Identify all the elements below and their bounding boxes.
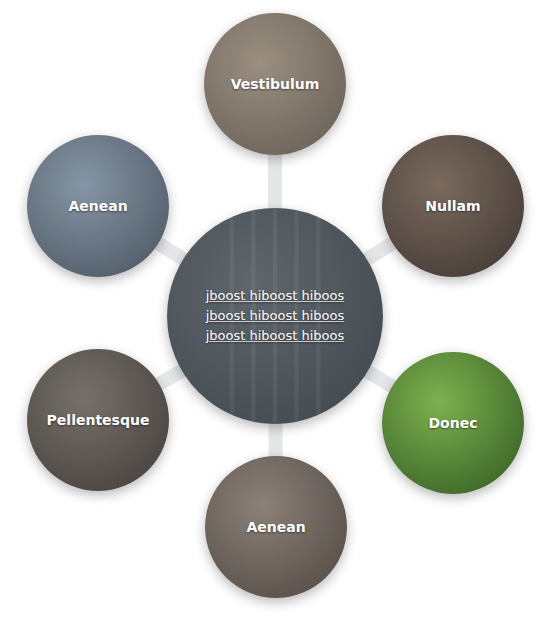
spoke-connector [363, 241, 396, 261]
circle-fill [205, 456, 347, 598]
circle-label: Pellentesque [47, 411, 150, 429]
text-holder: Aenean [27, 135, 169, 277]
circle-fill [27, 349, 169, 491]
link-text: jboost hiboost hiboos [206, 306, 345, 326]
topic-circle: Pellentesque [27, 349, 169, 491]
spoke-connector [155, 241, 187, 261]
text-holder: Nullam [382, 135, 524, 277]
circle-fill [204, 13, 346, 155]
spoke-connector [364, 370, 395, 389]
text-holder: Aenean [205, 456, 347, 598]
topic-circle: Aenean [27, 135, 169, 277]
circle-label: Donec [429, 414, 478, 432]
text-holder: Vestibulum [204, 13, 346, 155]
topic-circle: Aenean [205, 456, 347, 598]
text-holder: Donec [382, 352, 524, 494]
topic-circle: Nullam [382, 135, 524, 277]
spoke-connector [268, 420, 282, 460]
text-holder: jboost hiboost hiboosjboost hiboost hibo… [167, 208, 383, 424]
circle-label: Aenean [68, 197, 127, 215]
link-text: jboost hiboost hiboos [206, 326, 345, 346]
topic-circle: Donec [382, 352, 524, 494]
circle-label: Nullam [425, 197, 480, 215]
spoke-connector [268, 151, 282, 212]
circle-label: Vestibulum [231, 75, 320, 93]
circle-fill [27, 135, 169, 277]
circle-fill [167, 208, 383, 424]
circle-fill [382, 352, 524, 494]
text-holder: Pellentesque [27, 349, 169, 491]
topic-circle: Vestibulum [204, 13, 346, 155]
spoke-connector [156, 369, 186, 386]
hub-circle: jboost hiboost hiboosjboost hiboost hibo… [167, 208, 383, 424]
link-text: jboost hiboost hiboos [206, 286, 345, 306]
circle-fill [382, 135, 524, 277]
circle-label: Aenean [246, 518, 305, 536]
